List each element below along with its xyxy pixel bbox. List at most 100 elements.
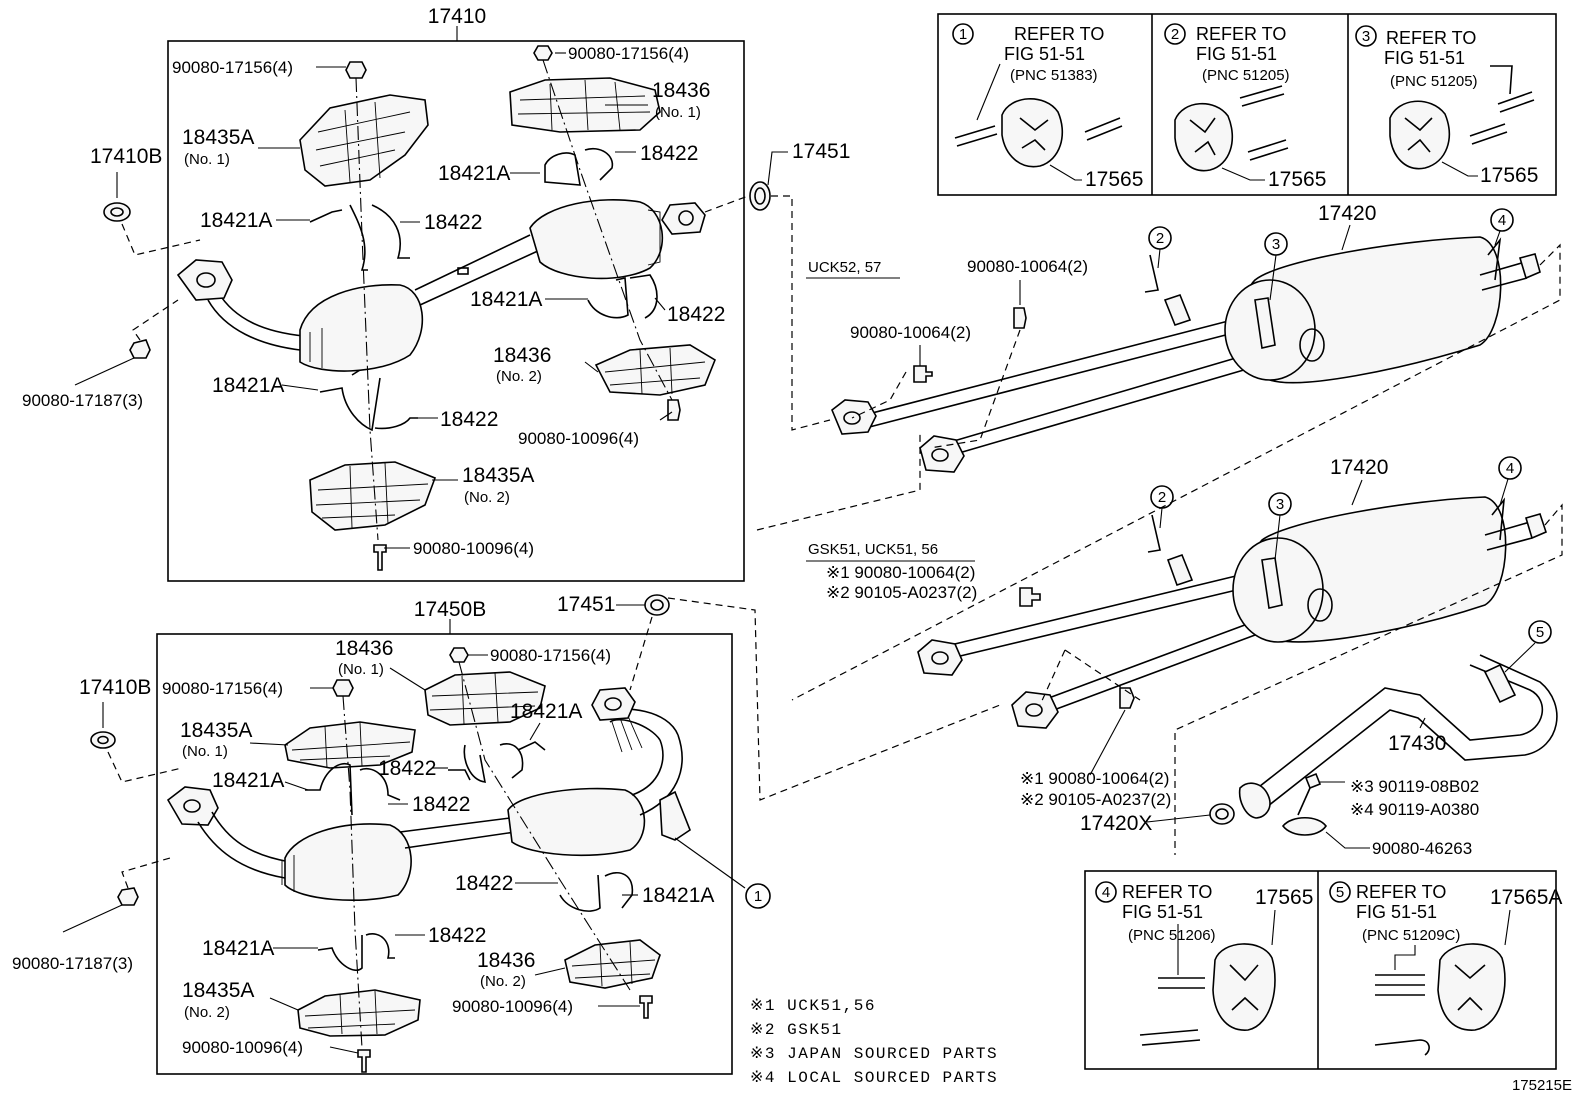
svg-text:3: 3 [1362,28,1370,45]
svg-text:5: 5 [1536,624,1544,641]
bolt-top-bottom [373,544,387,571]
label-clamp: 90080-46263 [1372,839,1472,858]
label-18421a-b2: 18421A [212,769,284,792]
clamp-pair-top-3 [587,277,629,319]
callout-circle-2a: 2 [1148,226,1172,269]
svg-text:2: 2 [1156,230,1164,247]
svg-text:4: 4 [1102,884,1110,901]
label-bolt-b1: 90080-10096(4) [452,997,573,1016]
gasket-17451-top-group: 17451 [704,140,850,431]
label-nut-top2: 90080-17156(4) [568,44,689,63]
tail-pipe-inlet [1238,782,1271,819]
bolt-uck-b [913,365,933,383]
gasket-17410b-bot [90,731,116,749]
heat-insulator-18435a-no2-top [309,461,437,531]
label-18435a-b1: 18435A [180,719,252,742]
heat-insulator-18436-no1-top [509,77,661,133]
catalytic-converter-front-b [284,823,412,901]
label-no1-d: (No. 1) [182,743,228,760]
flange-gsk-b [1011,691,1059,729]
bolt-bot-right [639,995,653,1019]
legend-4: ※4 LOCAL SOURCED PARTS [750,1069,998,1087]
label-18435a-t1: 18435A [182,126,254,149]
assembly-17450b-frame [156,633,733,1075]
label-10064-a: 90080-10064(2) [967,257,1088,276]
muffler-17420-gsk: GSK51, UCK51, 56 17420 ※1 90080-10064(2)… [806,456,1563,855]
label-17450b: 17450B [414,598,486,621]
clamp-pair-bot-3 [559,871,634,912]
nut-top-left [345,61,367,79]
callout-circle-5: 5 [1504,620,1552,673]
label-18422-b4: 18422 [428,924,486,947]
rear-flange-17410 [661,202,706,235]
bolt-gsk-a [1019,587,1041,607]
group-uck: UCK52, 57 [808,259,881,276]
assembly-17410: 17410 [167,5,745,582]
muffler-17420-uck: UCK52, 57 17420 90080-10064(2) 90080-100… [791,202,1561,701]
label-18421a-t4: 18421A [212,374,284,397]
clamp-90080-46263 [1281,816,1327,836]
front-flange-17410 [176,259,233,301]
label-17451-top: 17451 [792,140,850,163]
svg-text:1: 1 [959,26,967,43]
bolt-top-right [667,399,681,421]
rubber-hanger-17565-ref1 [1001,98,1064,168]
svg-text:FIG 51-51: FIG 51-51 [1356,902,1437,922]
label-18421a-t2: 18421A [200,209,272,232]
svg-text:2: 2 [1158,489,1166,506]
label-18422-t4: 18422 [440,408,498,431]
label-nut-bot2: 90080-17156(4) [162,679,283,698]
svg-text:FIG 51-51: FIG 51-51 [1122,902,1203,922]
legend-3: ※3 JAPAN SOURCED PARTS [750,1045,998,1063]
svg-text:2: 2 [1171,26,1179,43]
nut-bot-left [332,679,354,697]
label-17451-bot: 17451 [557,593,615,616]
gasket-17420x [1209,803,1235,825]
svg-text:5: 5 [1336,884,1344,901]
nut-top-right [533,45,553,61]
ref-box-5: 5 REFER TO FIG 51-51 (PNC 51209C) 17565A [1329,881,1562,1056]
label-gsk-2: ※2 90105-A0237(2) [826,583,977,602]
heat-insulator-18436-no1-bot [424,671,546,726]
label-18421a-t3: 18421A [470,288,542,311]
label-gsk-1: ※1 90080-10064(2) [826,563,975,582]
svg-text:FIG 51-51: FIG 51-51 [1004,44,1085,64]
svg-text:REFER TO: REFER TO [1386,28,1476,48]
bracket-uck [1163,294,1192,326]
svg-text:REFER TO: REFER TO [1122,882,1212,902]
legend-2: ※2 GSK51 [750,1021,843,1039]
clamp-pair-bot-4 [317,933,395,972]
diagram-id: 175215E [1512,1077,1572,1094]
clamp-pair-top-2 [544,152,581,186]
ref-box-4: 4 REFER TO FIG 51-51 (PNC 51206) 17565 [1095,881,1313,1046]
bolt-bot-bottom [357,1049,371,1073]
svg-text:17565: 17565 [1268,168,1326,191]
legend-1: ※1 UCK51,56 [750,997,876,1015]
bolt-tail [1304,772,1322,790]
rear-flange-17450b [591,687,636,721]
nut-17187-top [129,339,151,359]
label-10064-b: 90080-10064(2) [850,323,971,342]
svg-text:FIG 51-51: FIG 51-51 [1384,48,1465,68]
label-17420-bot: 17420 [1330,456,1388,479]
front-pipe-17410 [176,199,706,372]
gasket-17410b-top [103,202,131,222]
label-nut-bot1: 90080-17156(4) [490,646,611,665]
label-18421a-b4: 18421A [202,937,274,960]
svg-text:17565: 17565 [1085,168,1143,191]
svg-text:REFER TO: REFER TO [1196,24,1286,44]
svg-text:(PNC 51209C): (PNC 51209C) [1362,927,1460,944]
nut-bot-right [449,647,469,663]
bracket-gsk [1166,553,1194,587]
clamp-pair-bot-2 [305,763,401,816]
gasket-17410b-top-group: 17410B 90080-17187(3) [22,145,201,410]
svg-text:3: 3 [1272,236,1280,253]
heat-insulator-18436-no2-bot [564,939,661,989]
rubber-hanger-17565-ref3 [1389,100,1450,170]
svg-text:1: 1 [754,888,762,905]
clamp-pair-top-4 [319,369,381,432]
label-18436-t1: 18436 [652,79,710,102]
svg-text:REFER TO: REFER TO [1014,24,1104,44]
front-pipe-17450b [166,687,691,901]
